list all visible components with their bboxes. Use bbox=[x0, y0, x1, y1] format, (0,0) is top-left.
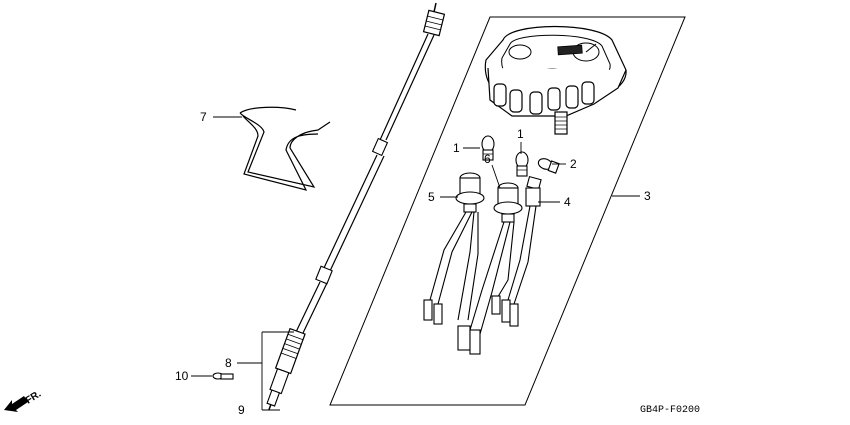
bulb-1a bbox=[481, 135, 495, 161]
socket-4 bbox=[501, 175, 542, 327]
callout-4: 4 bbox=[564, 195, 571, 209]
meter-housing bbox=[484, 25, 627, 135]
assembly-boundary bbox=[329, 16, 686, 406]
leader-lines bbox=[191, 116, 640, 411]
screw-10 bbox=[212, 372, 234, 380]
callout-10: 10 bbox=[175, 369, 189, 383]
wire-clip bbox=[239, 106, 331, 191]
callout-9: 9 bbox=[238, 403, 245, 417]
socket-6 bbox=[457, 182, 523, 355]
bulb-1b bbox=[515, 151, 529, 177]
diagram-code: GB4P-F0200 bbox=[640, 405, 700, 416]
bulb-2 bbox=[537, 158, 560, 174]
callout-1-right: 1 bbox=[517, 127, 524, 141]
callout-5: 5 bbox=[428, 190, 435, 204]
callout-8: 8 bbox=[225, 356, 232, 370]
callout-1-left: 1 bbox=[453, 141, 460, 155]
callout-7: 7 bbox=[200, 110, 207, 124]
socket-5 bbox=[423, 172, 485, 325]
callout-2: 2 bbox=[570, 157, 577, 171]
callout-6: 6 bbox=[484, 152, 491, 166]
front-direction-arrow-icon bbox=[4, 396, 28, 412]
callout-3: 3 bbox=[644, 189, 651, 203]
front-direction-label: FR. bbox=[24, 389, 44, 407]
speedometer-cable bbox=[266, 2, 446, 411]
